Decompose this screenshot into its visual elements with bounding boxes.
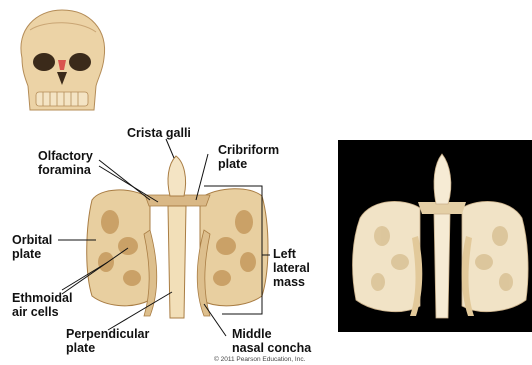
label-left-lateral-mass-line2: lateral: [273, 262, 310, 275]
label-orbital-plate-line1: Orbital: [12, 234, 52, 247]
label-cribriform-plate-line2: plate: [218, 158, 247, 171]
label-middle-nasal-concha-line2: nasal concha: [232, 342, 311, 355]
label-orbital-plate-line2: plate: [12, 248, 41, 261]
copyright-notice: © 2011 Pearson Education, Inc.: [214, 356, 305, 363]
label-olfactory-foramina-line2: foramina: [38, 164, 91, 177]
label-perpendicular-plate-line1: Perpendicular: [66, 328, 149, 341]
label-olfactory-foramina-line1: Olfactory: [38, 150, 93, 163]
label-left-lateral-mass-line1: Left: [273, 248, 296, 261]
label-perpendicular-plate-line2: plate: [66, 342, 95, 355]
label-ethmoidal-air-cells-line2: air cells: [12, 306, 59, 319]
label-cribriform-plate-line1: Cribriform: [218, 144, 279, 157]
label-crista-galli: Crista galli: [127, 127, 191, 140]
label-ethmoidal-air-cells-line1: Ethmoidal: [12, 292, 72, 305]
label-left-lateral-mass-line3: mass: [273, 276, 305, 289]
label-middle-nasal-concha-line1: Middle: [232, 328, 272, 341]
